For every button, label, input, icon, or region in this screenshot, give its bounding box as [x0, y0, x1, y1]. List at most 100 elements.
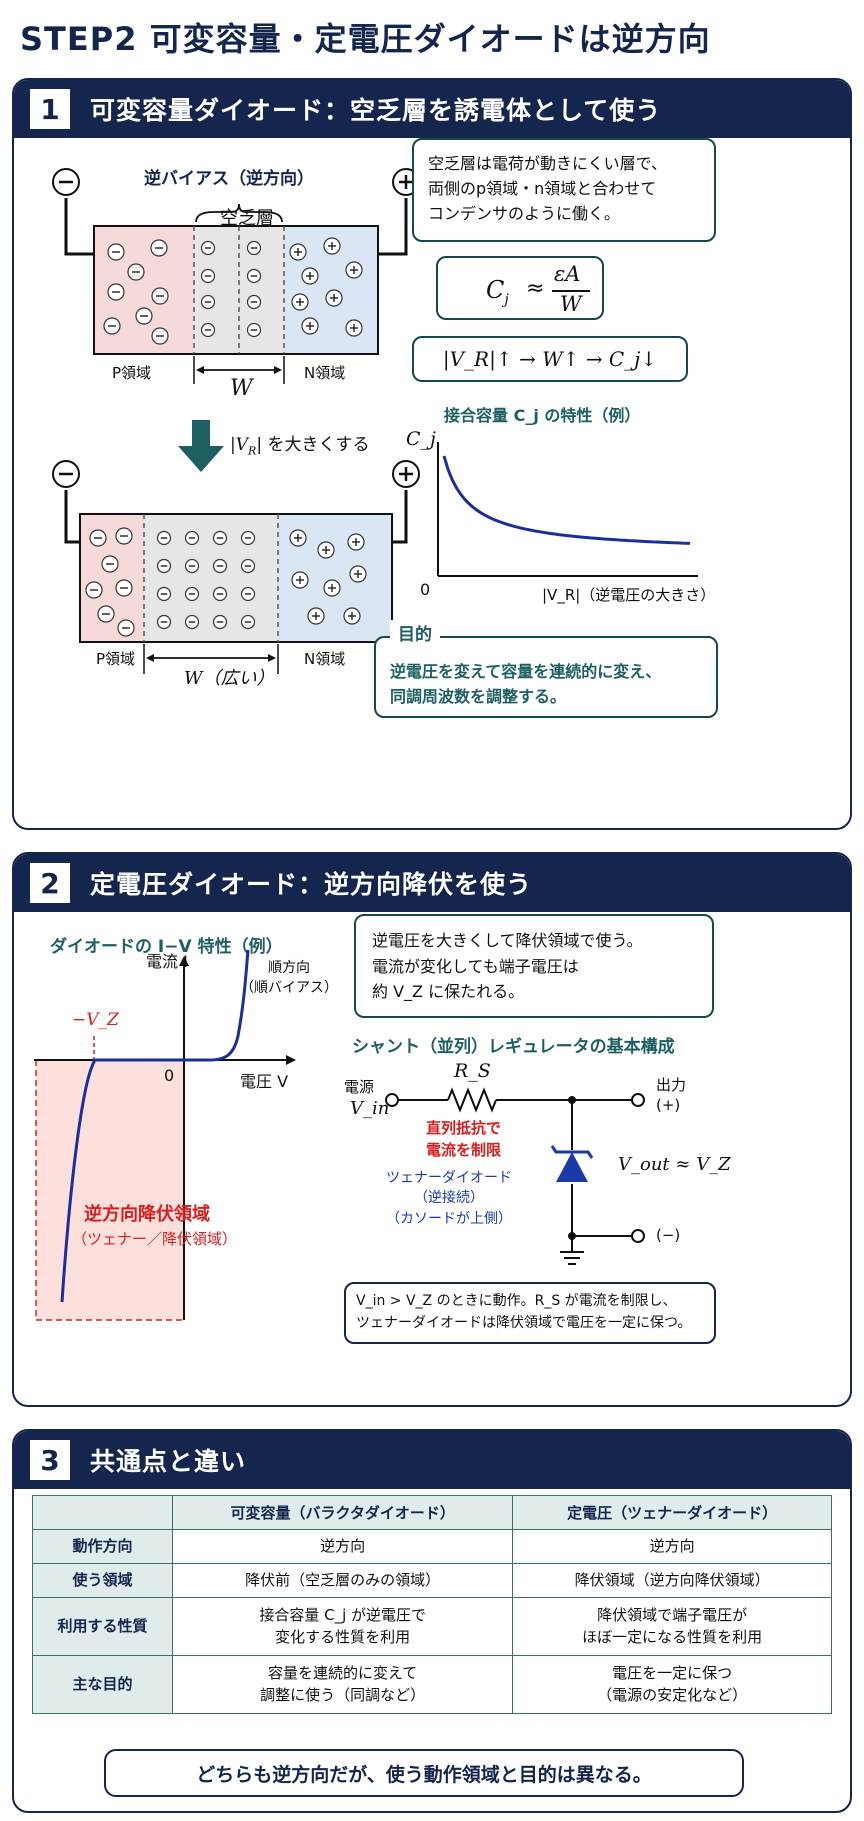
- conclusion-box: どちらも逆方向だが、使う動作領域と目的は異なる。: [104, 1749, 744, 1797]
- capacitance-formula-box: Cj ≈ εA W: [436, 256, 604, 320]
- table-cell: 容量を連続的に変えて調整に使う（同調など）: [171, 1655, 514, 1714]
- section-title: 共通点と違い: [90, 1447, 247, 1476]
- output-label: 出力: [656, 1076, 687, 1094]
- depletion-brace: [195, 203, 283, 223]
- formula-lhs: Cj: [486, 276, 509, 308]
- section-number: 2: [30, 863, 70, 903]
- table-cell: 降伏前（空乏層のみの領域）: [171, 1563, 514, 1598]
- n-region-label-wide: N領域: [304, 650, 346, 668]
- row-header: 使う領域: [32, 1563, 173, 1598]
- series-resistor: [447, 1087, 497, 1113]
- explain-line: 電流が変化しても端子電圧は: [372, 956, 579, 976]
- breakdown-label: 逆方向降伏領域: [84, 1204, 210, 1225]
- page-title: STEP2 可変容量・定電圧ダイオードは逆方向: [20, 20, 711, 58]
- section-header: 1 可変容量ダイオード：空乏層を誘電体として使う: [14, 80, 850, 138]
- table-cell: 降伏領域で端子電圧がほぼ一定になる性質を利用: [512, 1597, 832, 1656]
- cj-y-axis-label: C_j: [406, 428, 436, 450]
- reverse-bias-label: 逆バイアス（逆方向）: [144, 169, 314, 189]
- comparison-table: 可変容量（バラクタダイオード） 定電圧（ツェナーダイオード） 動作方向 逆方向 …: [32, 1495, 832, 1714]
- cj-x-axis-label: |V_R|（逆電圧の大きさ）: [542, 586, 716, 604]
- section-number: 3: [30, 1440, 70, 1480]
- depletion-explain-box: 空乏層は電荷が動きにくい層で、 両側のp領域・n領域と合わせて コンデンサのよう…: [412, 138, 716, 242]
- w-label: W: [230, 376, 253, 401]
- junction-dot: [568, 1096, 576, 1104]
- operation-note-box: V_in > V_Z のときに動作。R_S が電流を制限し、 ツェナーダイオード…: [344, 1282, 716, 1344]
- output-minus-label: (−): [656, 1226, 681, 1244]
- minus-terminal-icon: [52, 460, 80, 488]
- row-header: 利用する性質: [32, 1597, 173, 1656]
- table-corner: [32, 1495, 173, 1530]
- forward-label: 順方向 （順バイアス）: [240, 960, 338, 997]
- w-wide-label: W（広い）: [184, 668, 275, 689]
- explain-line: 空乏層は電荷が動きにくい層で、: [428, 154, 668, 173]
- table-row: 利用する性質 接合容量 C_j が逆電圧で変化する性質を利用 降伏領域で端子電圧…: [32, 1597, 832, 1656]
- note-line: ツェナーダイオードは降伏領域で電圧を一定に保つ。: [356, 1315, 692, 1332]
- zener-diode-icon: [550, 1145, 594, 1182]
- charges-top: [103, 237, 363, 345]
- iv-curve: [60, 949, 250, 1303]
- iv-x-axis-label: 電圧 V: [240, 1072, 289, 1091]
- section-comparison: 3 共通点と違い 可変容量（バラクタダイオード） 定電圧（ツェナーダイオード） …: [12, 1429, 852, 1813]
- output-minus-terminal: [631, 1229, 645, 1243]
- section-header: 2 定電圧ダイオード：逆方向降伏を使う: [14, 854, 850, 912]
- circuit-title: シャント（並列）レギュレータの基本構成: [352, 1037, 675, 1057]
- purpose-line: 同調周波数を調整する。: [390, 686, 567, 706]
- zener-note: ツェナーダイオード （逆接続） （カソードが上側）: [386, 1170, 512, 1227]
- explain-line: 約 V_Z に保たれる。: [372, 982, 525, 1002]
- cj-chart: [437, 442, 698, 577]
- iv-y-axis-label: 電流 I: [146, 952, 188, 971]
- cj-origin-label: 0: [420, 580, 431, 599]
- varactor-column-header: 可変容量（バラクタダイオード）: [171, 1495, 514, 1530]
- breakdown-region-shade: [35, 1059, 185, 1321]
- source-label: 電源: [344, 1078, 375, 1096]
- p-region-label: P領域: [112, 364, 152, 382]
- vz-label: −V_Z: [72, 1010, 119, 1030]
- table-cell: 接合容量 C_j が逆電圧で変化する性質を利用: [171, 1597, 514, 1656]
- iv-origin-label: 0: [164, 1066, 175, 1085]
- output-plus-terminal: [631, 1093, 645, 1107]
- increase-arrow-icon: [178, 420, 224, 472]
- formula-numerator: εA: [554, 262, 581, 286]
- table-row: 使う領域 降伏前（空乏層のみの領域） 降伏領域（逆方向降伏領域）: [32, 1563, 832, 1598]
- section-varactor: 1 可変容量ダイオード：空乏層を誘電体として使う 逆バイアス（逆方向） 空乏層: [12, 78, 852, 830]
- vin-label: V_in: [350, 1098, 390, 1119]
- purpose-box: 逆電圧を変えて容量を連続的に変え、 同調周波数を調整する。: [374, 636, 718, 718]
- rs-label: R_S: [454, 1060, 491, 1082]
- n-region-label: N領域: [304, 364, 346, 382]
- table-row: 主な目的 容量を連続的に変えて調整に使う（同調など） 電圧を一定に保つ（電源の安…: [32, 1655, 832, 1714]
- purpose-tag: 目的: [390, 620, 440, 645]
- explain-line: コンデンサのように働く。: [428, 203, 621, 223]
- purpose-line: 逆電圧を変えて容量を連続的に変え、: [390, 662, 662, 681]
- charges-bottom: [85, 527, 367, 637]
- conclusion-text: どちらも逆方向だが、使う動作領域と目的は異なる。: [196, 1763, 652, 1786]
- shunt-regulator-circuit: [385, 1087, 645, 1265]
- depletion-label: 空乏層: [220, 208, 274, 229]
- bottom-terminals: [64, 490, 408, 544]
- section-title: 可変容量ダイオード：空乏層を誘電体として使う: [90, 96, 662, 125]
- iv-chart-title: ダイオードの I−V 特性（例）: [50, 937, 283, 957]
- relation-text: |V_R|↑ → W↑ → C_j↓: [442, 347, 658, 371]
- rs-note: 直列抵抗で 電流を制限: [426, 1119, 502, 1159]
- note-line: V_in > V_Z のときに動作。R_S が電流を制限し、: [356, 1293, 677, 1309]
- vout-label: V_out ≈ V_Z: [618, 1154, 731, 1175]
- table-cell: 電圧を一定に保つ（電源の安定化など）: [512, 1655, 832, 1714]
- junction-dot: [568, 1232, 576, 1240]
- iv-chart: [34, 949, 296, 1321]
- relation-box: |V_R|↑ → W↑ → C_j↓: [412, 336, 688, 382]
- table-row: 動作方向 逆方向 逆方向: [32, 1529, 832, 1564]
- plus-terminal-icon: [392, 460, 420, 488]
- breakdown-sub-label: （ツェナー／降伏領域）: [72, 1230, 238, 1248]
- increase-vr-label: |VR| を大きくする: [230, 435, 370, 458]
- section-number: 1: [30, 89, 70, 129]
- row-header: 動作方向: [32, 1529, 173, 1564]
- zener-explain-box: 逆電圧を大きくして降伏領域で使う。 電流が変化しても端子電圧は 約 V_Z に保…: [354, 914, 714, 1018]
- table-cell: 逆方向: [171, 1529, 514, 1564]
- section-header: 3 共通点と違い: [14, 1431, 850, 1489]
- output-plus-label: (+): [656, 1096, 681, 1114]
- formula-approx: ≈: [526, 276, 545, 301]
- formula-denominator: W: [560, 292, 582, 316]
- section-zener: 2 定電圧ダイオード：逆方向降伏を使う ダイオードの I−V 特性（例） 電流 …: [12, 852, 852, 1407]
- cj-curve: [442, 455, 691, 545]
- zener-column-header: 定電圧（ツェナーダイオード）: [512, 1495, 832, 1530]
- table-cell: 降伏領域（逆方向降伏領域）: [512, 1563, 832, 1598]
